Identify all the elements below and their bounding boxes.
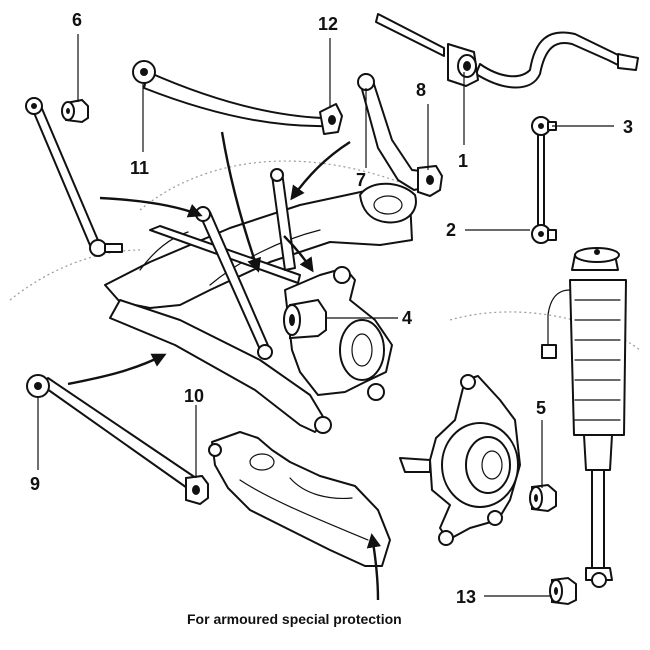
callout-12: 12 <box>318 14 338 34</box>
inner-control-rods <box>149 168 301 360</box>
direction-arrows <box>67 131 381 601</box>
callout-5: 5 <box>536 398 546 418</box>
callout-10: 10 <box>184 386 204 406</box>
part-1-stabilizer-bar <box>375 13 639 89</box>
callout-7: 7 <box>356 170 366 190</box>
callout-6: 6 <box>72 10 82 30</box>
callout-13: 13 <box>456 587 476 607</box>
left-tie-rod <box>25 97 123 257</box>
part-7-8-arm <box>357 73 444 198</box>
callout-11: 11 <box>130 158 149 178</box>
callout-1: 1 <box>458 151 468 171</box>
callout-4: 4 <box>402 308 412 328</box>
part-2-3-stabilizer-link <box>531 116 557 244</box>
callout-8: 8 <box>416 80 426 100</box>
wheel-carrier <box>284 266 393 434</box>
callout-labels: 1 2 3 4 5 6 7 8 9 10 11 12 13 <box>30 10 633 607</box>
part-13-bushing <box>549 576 577 606</box>
part-5-bushing <box>529 483 557 513</box>
part-6-bushing <box>61 98 89 124</box>
part-4-bushing <box>283 298 327 340</box>
callout-2: 2 <box>446 220 456 240</box>
rear-axle-subframe <box>104 182 417 433</box>
callout-3: 3 <box>623 117 633 137</box>
strut-assembly <box>541 247 627 588</box>
part-12-upper-arm <box>132 60 343 135</box>
hub-carrier-right <box>399 374 521 546</box>
armoured-spring-link <box>208 431 391 567</box>
armoured-caption: For armoured special protection <box>187 611 402 627</box>
callout-9: 9 <box>30 474 40 494</box>
background-ghost-lines <box>9 160 641 351</box>
leader-lines <box>37 34 614 597</box>
part-9-10-lower-link <box>26 374 209 506</box>
